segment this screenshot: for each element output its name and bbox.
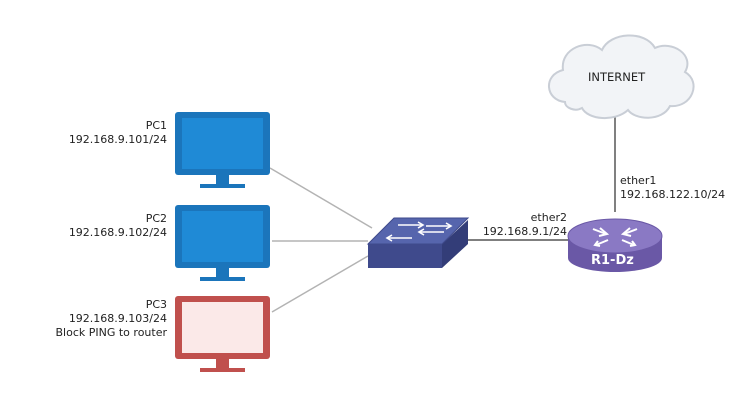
pc3-name: PC3: [145, 298, 167, 311]
pc1-ip: 192.168.9.101/24: [68, 133, 167, 146]
internet-cloud-icon: [548, 34, 695, 119]
ether1-name: ether1: [620, 174, 657, 187]
ether1-ip: 192.168.122.10/24: [620, 188, 726, 201]
pc3-monitor-icon: [175, 296, 270, 372]
pc2-ip: 192.168.9.102/24: [68, 226, 167, 239]
router-name: R1-Dz: [591, 253, 634, 268]
link-pc3-switch: [271, 255, 369, 313]
ether2-ip: 192.168.9.1/24: [482, 225, 567, 238]
pc3-ip: 192.168.9.103/24: [68, 312, 167, 325]
link-pc1-switch: [269, 167, 373, 229]
ether2-name: ether2: [530, 211, 567, 224]
pc2-name: PC2: [145, 212, 167, 225]
pc2-label: PC2 192.168.9.102/24: [69, 212, 167, 240]
pc2-monitor-icon: [175, 205, 270, 281]
pc3-note: Block PING to router: [55, 326, 168, 339]
router-icon: [567, 218, 663, 272]
ether2-label: ether2 192.168.9.1/24: [483, 211, 567, 239]
pc1-monitor-icon: [175, 112, 270, 188]
pc1-label: PC1 192.168.9.101/24: [69, 119, 167, 147]
switch-icon: [366, 217, 470, 268]
ether1-label: ether1 192.168.122.10/24: [620, 174, 725, 202]
internet-label: INTERNET: [588, 70, 646, 84]
pc3-label: PC3 192.168.9.103/24 Block PING to route…: [56, 298, 168, 340]
pc1-name: PC1: [145, 119, 167, 132]
